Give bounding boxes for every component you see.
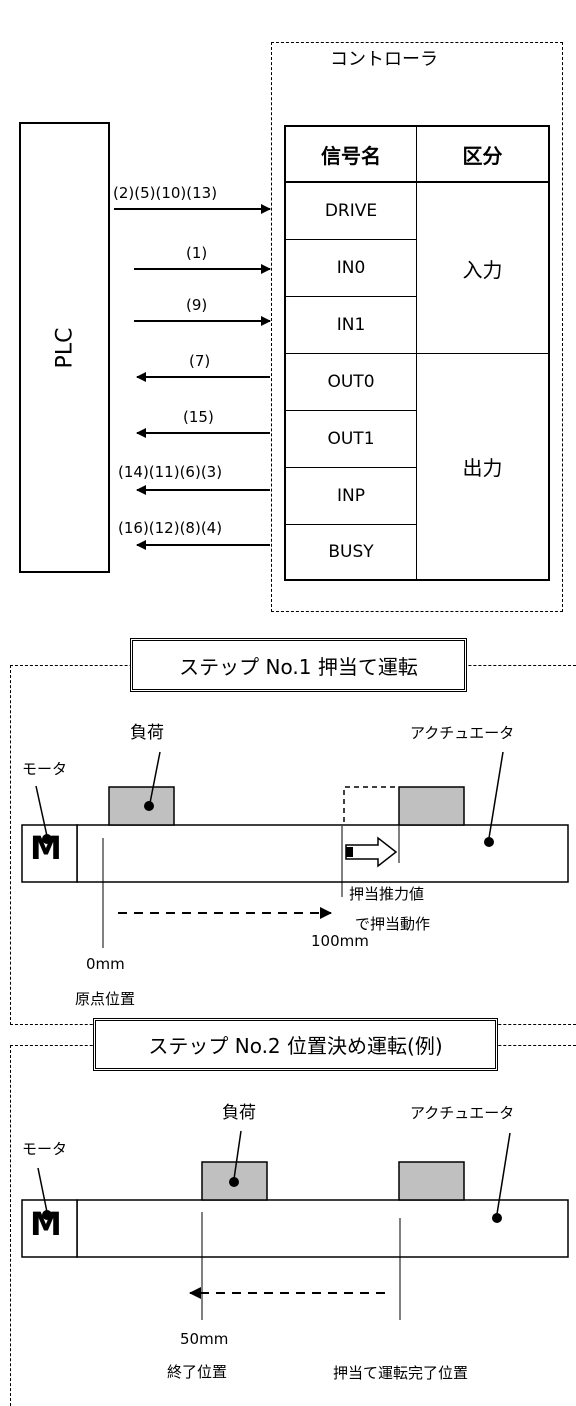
step1-load-dot — [144, 801, 154, 811]
signal-in1: IN1 — [286, 297, 417, 354]
signal-out0: OUT0 — [286, 354, 417, 411]
step2-motor-label: モータ — [22, 1140, 68, 1158]
controller-frame — [271, 42, 563, 612]
group-output: 出力 — [462, 456, 503, 480]
step1-start-mm: 0mm — [86, 955, 125, 973]
signal-in0: IN0 — [286, 240, 417, 297]
step1-push-text-1: 押当推力値 — [349, 885, 425, 903]
arrow-label-drive: (2)(5)(10)(13) — [113, 184, 218, 202]
signal-drive: DRIVE — [286, 183, 417, 240]
signal-out1: OUT1 — [286, 411, 417, 468]
step2-motor-letter: M — [30, 1205, 62, 1243]
step2-load-label: 負荷 — [222, 1103, 256, 1123]
step1-ghost-outline — [343, 786, 399, 822]
signal-arrows — [114, 204, 271, 550]
signal-busy: BUSY — [286, 525, 417, 579]
step1-motor-label: モータ — [22, 760, 68, 778]
plc-box: PLC — [19, 122, 110, 573]
arrow-label-busy: (16)(12)(8)(4) — [118, 519, 223, 537]
step2-end-mm: 50mm — [180, 1330, 229, 1348]
step1-push-text-2: で押当動作 — [355, 915, 431, 933]
step2-load-start — [398, 1161, 465, 1201]
step1-title: ステップ No.1 押当て運転 — [130, 638, 467, 692]
group-input: 入力 — [417, 183, 548, 354]
step2-title: ステップ No.2 位置決め運転(例) — [93, 1018, 498, 1071]
step2-motor-dot — [42, 1210, 52, 1220]
step2-load-dot — [229, 1177, 239, 1187]
step1-end-mm: 100mm — [311, 932, 369, 950]
step1-load-pushed — [398, 786, 465, 826]
header-category: 区分 — [417, 127, 548, 183]
step1-start-label: 原点位置 — [75, 990, 136, 1008]
step1-load-initial — [108, 786, 175, 826]
signal-table: 信号名 区分 DRIVE IN0 IN1 OUT0 OUT1 INP BUSY … — [284, 125, 550, 581]
arrow-label-inp: (14)(11)(6)(3) — [118, 463, 223, 481]
arrow-label-out1: (15) — [183, 408, 214, 426]
step1-actuator-dot — [484, 837, 494, 847]
step2-end-label: 終了位置 — [167, 1363, 228, 1381]
arrow-label-in0: (1) — [186, 244, 208, 262]
step1-motor-box — [21, 824, 78, 883]
arrow-label-out0: (7) — [189, 352, 211, 370]
step1-motor-dot — [42, 834, 52, 844]
step1-motor-letter: M — [30, 829, 62, 867]
step2-complete-label: 押当て運転完了位置 — [333, 1364, 469, 1382]
step1-load-label: 負荷 — [130, 723, 164, 743]
header-signal-name: 信号名 — [286, 127, 417, 183]
step2-actuator-label: アクチュエータ — [410, 1104, 515, 1122]
signal-inp: INP — [286, 468, 417, 525]
controller-title: コントローラ — [330, 49, 438, 70]
step2-motor-box — [21, 1199, 78, 1258]
step1-push-arrow — [345, 836, 398, 868]
arrow-label-in1: (9) — [186, 296, 208, 314]
step1-actuator-label: アクチュエータ — [410, 724, 515, 742]
step2-actuator-dot — [492, 1213, 502, 1223]
step2-actuator-body — [76, 1199, 569, 1258]
